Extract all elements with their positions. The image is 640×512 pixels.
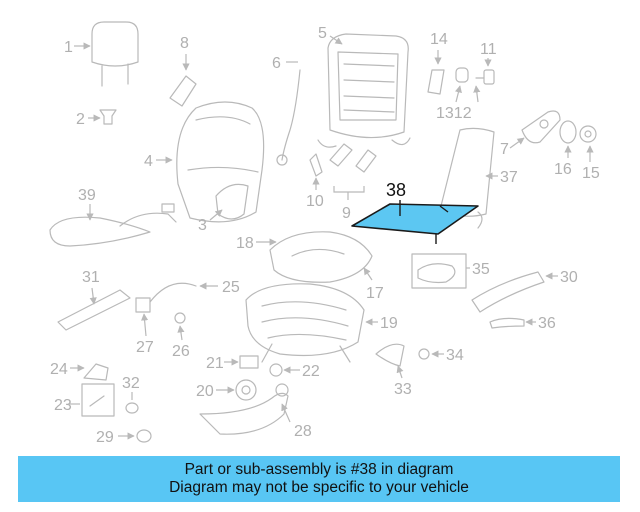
callout-27: 27	[136, 339, 154, 356]
callout-8: 8	[180, 35, 189, 52]
callout-37: 37	[500, 169, 518, 186]
banner-line-2: Diagram may not be specific to your vehi…	[169, 479, 469, 496]
part-16-ring	[559, 120, 577, 144]
part-25-cable	[135, 282, 197, 313]
part-22-nut	[269, 363, 283, 377]
callout-22: 22	[302, 363, 320, 380]
callout-10: 10	[306, 193, 324, 210]
part-20-motor	[235, 379, 257, 401]
part-26-clip	[174, 312, 186, 324]
part-1-headrest	[91, 21, 139, 87]
part-33-lever	[375, 343, 405, 367]
part-2-guide	[99, 109, 117, 125]
callout-4: 4	[144, 153, 153, 170]
part-30-side-trim	[471, 271, 545, 313]
part-39-harness	[49, 203, 177, 247]
part-10-pin	[309, 153, 323, 177]
callout-36: 36	[538, 315, 556, 332]
part-3-pad	[215, 183, 249, 220]
part-11-clip	[475, 69, 495, 85]
part-5-seatback-frame	[317, 33, 411, 148]
callout-11: 11	[480, 41, 497, 58]
callout-6: 6	[272, 55, 281, 72]
callout-32: 32	[122, 375, 140, 392]
callout-3: 3	[198, 217, 207, 234]
callout-31: 31	[82, 269, 100, 286]
callout-18: 18	[236, 235, 254, 252]
callout-20: 20	[196, 383, 214, 400]
callout-39: 39	[78, 187, 96, 204]
callout-15: 15	[582, 165, 600, 182]
part-15-nut	[579, 125, 597, 143]
callout-21: 21	[206, 355, 224, 372]
callout-1: 1	[64, 39, 73, 56]
part-8-lever	[169, 75, 197, 107]
callout-29: 29	[96, 429, 114, 446]
part-13-knob	[455, 67, 469, 83]
callout-16: 16	[554, 161, 572, 178]
callout-30: 30	[560, 269, 578, 286]
callout-25: 25	[222, 279, 240, 296]
part-7-bracket	[521, 110, 561, 144]
part-6-cable	[276, 69, 301, 166]
part-24-hinge	[83, 363, 109, 381]
callout-19: 19	[380, 315, 398, 332]
part-29-cap	[136, 429, 152, 443]
part-23-kit	[81, 383, 115, 417]
part-36-lever	[489, 317, 525, 329]
callout-34: 34	[446, 347, 464, 364]
part-19-seat-frame	[245, 283, 365, 363]
callout-2: 2	[76, 111, 85, 128]
part-21-bracket	[239, 355, 259, 369]
part-31-side-cover	[57, 289, 131, 331]
callout-5: 5	[318, 25, 327, 42]
callout-38: 38	[386, 180, 406, 200]
callout-13-12: 1312	[436, 105, 472, 122]
info-banner: Part or sub-assembly is #38 in diagram D…	[18, 456, 620, 502]
callout-26: 26	[172, 343, 190, 360]
part-28-rail-cover	[199, 383, 289, 435]
part-35-motor	[411, 253, 467, 289]
callout-33: 33	[394, 381, 412, 398]
callout-17: 17	[366, 285, 384, 302]
callout-14: 14	[430, 31, 448, 48]
callout-9: 9	[342, 205, 351, 222]
part-17-seat-cushion	[269, 231, 373, 283]
part-9-brackets	[329, 143, 377, 173]
part-38-seat-pan-plate	[351, 203, 479, 244]
callout-28: 28	[294, 423, 312, 440]
part-32-cap	[125, 402, 139, 414]
callout-7: 7	[500, 141, 509, 158]
callout-24: 24	[50, 361, 68, 378]
callout-35: 35	[472, 261, 490, 278]
part-34-knob	[418, 348, 430, 360]
part-14-trim	[427, 69, 445, 95]
callout-23: 23	[54, 397, 72, 414]
part-4-seatback-cover	[176, 101, 265, 223]
banner-line-1: Part or sub-assembly is #38 in diagram	[184, 461, 454, 478]
